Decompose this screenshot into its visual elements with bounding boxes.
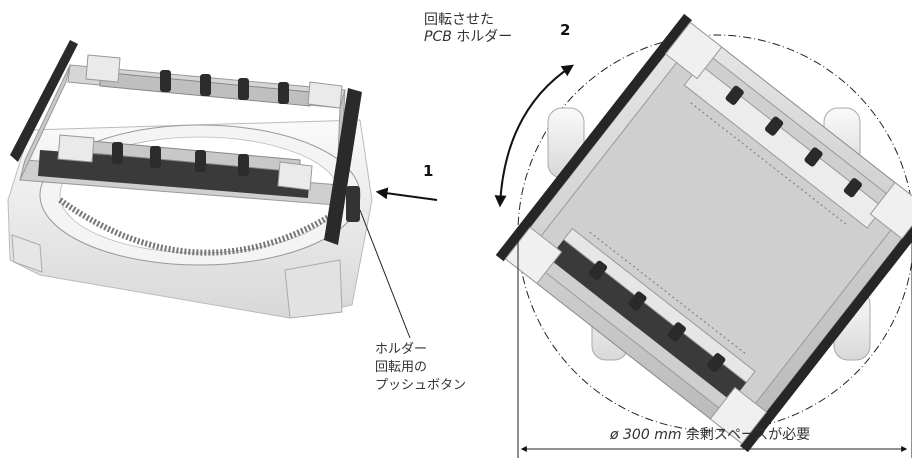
push-arrow-icon bbox=[375, 187, 438, 201]
rotated-label-line2: PCB ホルダー bbox=[424, 29, 512, 46]
callout-number-1: 1 bbox=[423, 162, 434, 180]
rotation-arrow-icon bbox=[494, 64, 575, 208]
pcb-holder-rotated bbox=[495, 13, 912, 453]
push-label-line2: 回転用の bbox=[375, 360, 428, 375]
callout-number-2: 2 bbox=[560, 21, 571, 39]
push-label-line1: ホルダー bbox=[375, 342, 428, 357]
rotated-label-holder: ホルダー bbox=[451, 29, 513, 45]
pcb-holder-perspective bbox=[7, 40, 373, 319]
push-button-label: ホルダー 回転用の プッシュボタン bbox=[375, 341, 466, 395]
dimension-line bbox=[517, 230, 912, 458]
dimension-value: ø 300 mm bbox=[610, 427, 682, 443]
push-label-line3: プッシュボタン bbox=[375, 378, 467, 393]
dimension-text: 余剰スペースが必要 bbox=[681, 427, 811, 443]
leader-line bbox=[359, 209, 411, 339]
rotated-label-pcb: PCB bbox=[424, 29, 452, 45]
push-button bbox=[346, 186, 360, 222]
dimension-label: ø 300 mm 余剰スペースが必要 bbox=[610, 427, 810, 444]
rotated-holder-label: 回転させた PCB ホルダー bbox=[424, 12, 512, 46]
rotated-label-line1: 回転させた bbox=[424, 12, 494, 28]
